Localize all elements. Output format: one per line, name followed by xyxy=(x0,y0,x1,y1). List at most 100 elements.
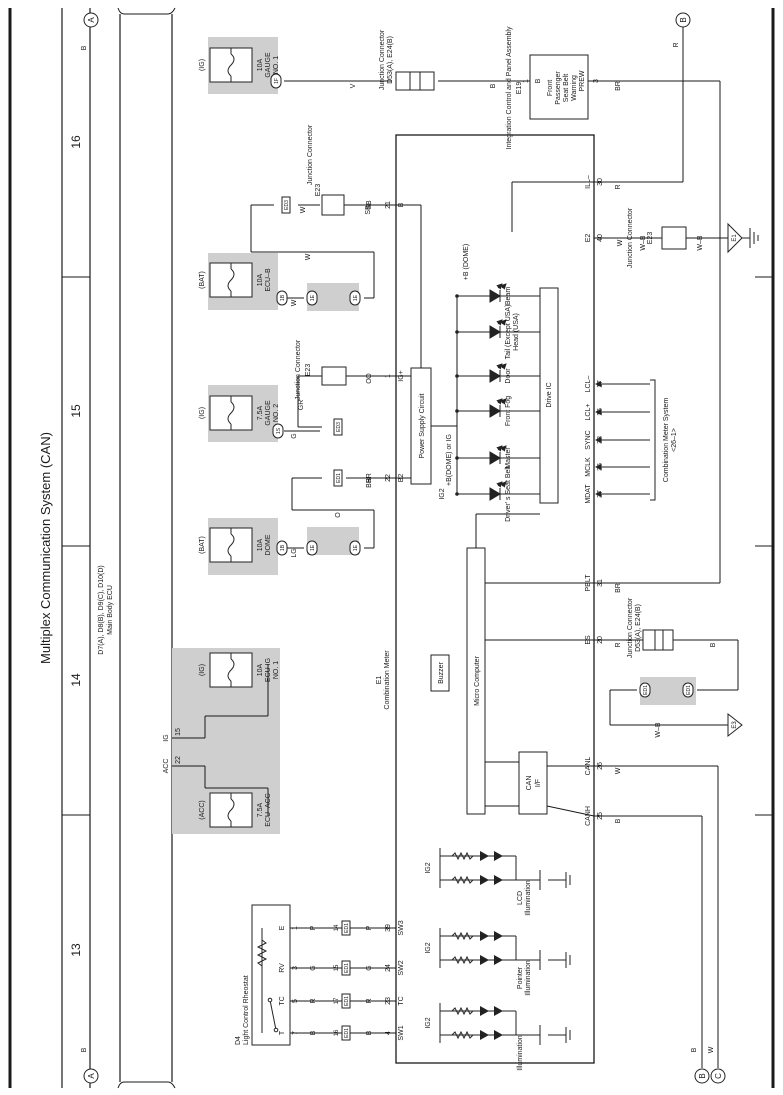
indicator-led xyxy=(455,283,540,303)
fuse-source-label: (BAT) xyxy=(199,536,206,554)
meter-pin-wire: R xyxy=(366,998,373,1003)
power-supply-label: Power Supply Circuit xyxy=(419,393,426,458)
edge-wire-r-top: R xyxy=(673,42,680,47)
fuse-rating-label: DOME xyxy=(265,534,272,555)
rheostat-pin-name: E xyxy=(279,925,286,930)
meter-pin-name: E2 xyxy=(585,234,592,243)
connector-label: ED1 xyxy=(643,685,649,695)
ecu-pins: IG 15 ACC 22 xyxy=(163,728,182,773)
meter-pin-name: ES xyxy=(585,635,592,645)
illumination-label: Illumination xyxy=(525,880,532,916)
integration-control-panel: Integration Control and Panel Assembly E… xyxy=(506,26,600,149)
meter-pin-wire: B xyxy=(366,1030,373,1035)
junction-d53-top: Junction Connector D53(A), E24(B) xyxy=(379,29,435,91)
connector-ed3: ED3 xyxy=(281,196,291,214)
led-label: Door xyxy=(505,368,512,384)
svg-text:W: W xyxy=(291,299,298,306)
meter-pin-name: B xyxy=(398,202,405,207)
ground-e3: E3 xyxy=(727,712,743,738)
meter-pin-number: 20 xyxy=(597,636,604,644)
svg-text:Combination Meter System: Combination Meter System xyxy=(663,398,670,483)
edge-wire-b-top: B xyxy=(81,45,88,50)
connector-label: ED1 xyxy=(336,473,342,483)
ground-e1: E1 xyxy=(727,222,759,254)
fuse-rating-label: NO. 1 xyxy=(273,56,280,74)
svg-text:22: 22 xyxy=(175,756,182,764)
meter-pin-name: TC xyxy=(398,996,405,1005)
illumination-label: Illumination xyxy=(517,1035,524,1071)
svg-text:+B(DOME) or IG: +B(DOME) or IG xyxy=(446,434,453,486)
fuse-source-label: (IG) xyxy=(199,664,206,676)
svg-text:LG: LG xyxy=(291,548,298,557)
svg-text:O: O xyxy=(335,512,342,518)
connector-label: ED3 xyxy=(284,200,290,210)
meter-id: E1 xyxy=(376,676,383,685)
svg-text:GR: GR xyxy=(298,400,305,411)
meter-pin-name: MDAT xyxy=(585,484,592,504)
connector-label: 1F xyxy=(274,78,280,84)
grid-number-13: 13 xyxy=(69,943,83,957)
fuse-rating-label: 10A xyxy=(257,538,264,551)
connector-1e-dome-b: 1E xyxy=(349,540,361,556)
connector-label: 1E xyxy=(310,544,316,551)
rheostat-pin-name: RV xyxy=(279,963,286,973)
meter-pin-name: MCLK xyxy=(585,457,592,477)
can-if-label-2: I/F xyxy=(535,779,542,787)
meter-pin-name: CANL xyxy=(585,757,592,776)
meter-pin-wire: O xyxy=(366,373,373,379)
svg-text:D53(A), E24(B): D53(A), E24(B) xyxy=(635,604,642,652)
meter-pin-number: 23 xyxy=(385,997,392,1005)
meter-pin: IG+ 1 O xyxy=(366,370,405,381)
meter-pin: LCL–17 xyxy=(585,376,650,392)
connector-ed1-es: ED1 xyxy=(639,682,651,698)
svg-text:Junction Connector: Junction Connector xyxy=(379,29,386,90)
connector-1s: 1S xyxy=(272,423,284,439)
rheostat-pin-number: 5 xyxy=(292,999,299,1003)
svg-text:R: R xyxy=(615,642,622,647)
fuse-source-label: (ACC) xyxy=(199,800,206,819)
svg-text:B: B xyxy=(535,78,542,83)
svg-text:D53(A), E24(B): D53(A), E24(B) xyxy=(387,36,394,84)
meter-pin: LCL+16 xyxy=(585,404,650,420)
junction-e23-top: Junction Connector E23 xyxy=(307,124,345,216)
svg-text:C: C xyxy=(714,1073,723,1079)
connector-label: 1B xyxy=(280,544,286,551)
meter-pin-number: 1 xyxy=(385,374,392,378)
connector-ed1-b2: ED1 xyxy=(333,469,343,487)
svg-text:G: G xyxy=(291,433,298,438)
rheostat-wire-label: G xyxy=(310,965,317,970)
meter-pin-number: 25 xyxy=(597,812,604,820)
svg-text:W–B: W–B xyxy=(655,722,662,738)
meter-pin: ES 20 xyxy=(585,635,604,645)
meter-pin-name: IG+ xyxy=(398,370,405,381)
ig2-label: IG2 xyxy=(425,942,432,953)
fuse-rating-label: 10A xyxy=(257,663,264,676)
edge-wire-b-bottom: B xyxy=(81,1047,88,1052)
can-if-box xyxy=(518,751,548,815)
ed1-label: ED1 xyxy=(344,1028,350,1038)
svg-text:A: A xyxy=(87,17,96,23)
led-label: Master xyxy=(505,447,512,469)
ed1-pin-number: 15 xyxy=(334,964,340,971)
connector-1b-dome: 1B xyxy=(276,540,288,556)
meter-pin-number: 24 xyxy=(385,964,392,972)
fuse-source-label: (IG) xyxy=(199,59,206,71)
svg-text:E19: E19 xyxy=(516,82,523,95)
edge-mark-b-bottom: B xyxy=(694,1068,710,1084)
led-label: Head (USA) xyxy=(513,313,520,351)
svg-text:W: W xyxy=(617,239,624,246)
svg-text:SB: SB xyxy=(365,205,372,215)
